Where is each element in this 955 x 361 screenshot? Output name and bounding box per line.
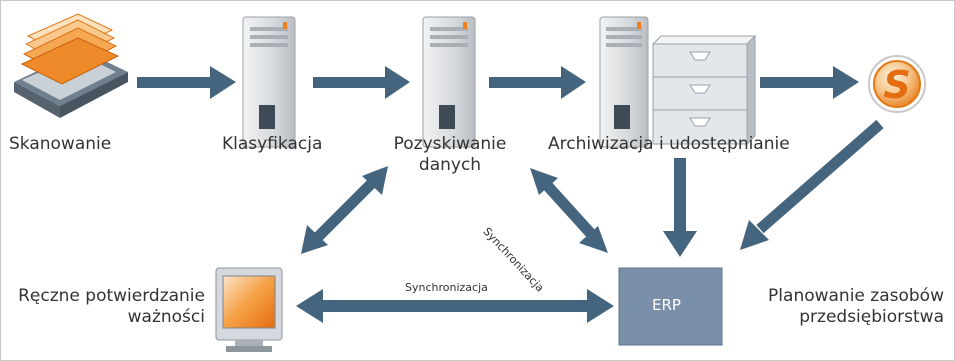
arrow-classification-to-acquisition <box>313 66 410 99</box>
label-erp-full-line2: przedsiębiorstwa <box>799 307 944 327</box>
label-manual-validation-line1: Ręczne potwierdzanie <box>18 286 205 306</box>
label-erp-full: Planowanie zasobów przedsiębiorstwa <box>752 286 944 328</box>
scanner-icon <box>14 13 128 118</box>
arrow-acquisition-to-archiving <box>489 66 586 99</box>
server-icon <box>422 16 476 148</box>
arrow-acquisition-erp-bidirectional <box>530 168 608 253</box>
label-archiving: Archiwizacja i udostępnianie <box>548 134 790 154</box>
arrow-archiving-down-to-erp <box>663 158 697 257</box>
arrow-monitor-erp-bidirectional <box>296 289 614 323</box>
arrow-scanning-to-classification <box>137 66 236 99</box>
label-data-acquisition-line2: danych <box>418 155 482 175</box>
arrow-s-logo-to-erp <box>740 119 884 250</box>
label-data-acquisition: Pozyskiwanie danych <box>380 134 520 176</box>
label-scanning: Skanowanie <box>9 134 112 154</box>
erp-box-label: ERP <box>652 296 681 314</box>
erp-box <box>618 267 723 346</box>
monitor-icon <box>215 267 283 352</box>
label-manual-validation-line2: ważności <box>127 307 205 327</box>
svg-text:S: S <box>883 63 910 107</box>
label-sync-horizontal: Synchronizacja <box>405 281 488 294</box>
server-icon <box>242 16 296 148</box>
server-icon <box>599 16 649 148</box>
label-erp-full-line1: Planowanie zasobów <box>768 286 944 306</box>
label-classification: Klasyfikacja <box>222 134 323 154</box>
arrow-archiving-to-s-logo <box>760 66 859 99</box>
s-logo-icon: S <box>868 55 926 113</box>
label-data-acquisition-line1: Pozyskiwanie <box>393 134 507 154</box>
filing-cabinet-icon <box>651 34 757 146</box>
label-manual-validation: Ręczne potwierdzanie ważności <box>10 286 205 328</box>
arrow-acquisition-monitor-bidirectional <box>301 166 388 254</box>
